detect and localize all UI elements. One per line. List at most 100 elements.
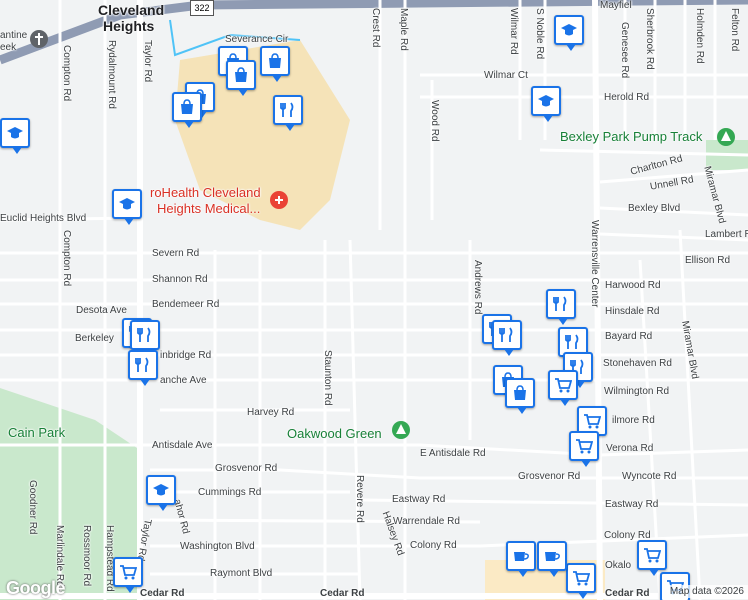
street-label: Desota Ave — [76, 305, 127, 316]
street-label: Raymont Blvd — [210, 568, 273, 579]
street-label: Sherbrook Rd — [644, 8, 655, 70]
church-pin-icon[interactable] — [30, 30, 48, 48]
grocery-cart-pin-icon[interactable] — [548, 370, 578, 406]
shopping-bag-pin-icon[interactable] — [172, 92, 202, 128]
street-label: ilmore Rd — [612, 415, 655, 426]
google-logo: Google — [6, 578, 66, 598]
restaurant-pin-icon[interactable] — [273, 95, 303, 131]
street-label: Hinsdale Rd — [605, 306, 660, 317]
school-pin-icon[interactable] — [531, 86, 561, 122]
street-label: Severance Cir — [225, 34, 289, 45]
street-label: Mayfiel — [600, 0, 632, 11]
street-label: Andrews Rd — [472, 260, 483, 315]
vertical-streets — [58, 0, 717, 600]
restaurant-pin-icon[interactable] — [130, 320, 160, 356]
street-label: Severn Rd — [152, 248, 200, 259]
street-label: Stonehaven Rd — [603, 358, 672, 369]
hospital-label: roHealth Cleveland — [150, 185, 261, 200]
street-label: E Antisdale Rd — [420, 448, 486, 459]
park-pin-icon[interactable] — [392, 421, 410, 439]
school-pin-icon[interactable] — [146, 475, 176, 511]
school-pin-icon[interactable] — [554, 15, 584, 51]
restaurant-pin-icon[interactable] — [492, 320, 522, 356]
street-label: Warrensville Center — [589, 220, 600, 308]
city-label-2: Heights — [103, 18, 155, 34]
street-label: Cedar Rd — [320, 588, 365, 599]
street-label: inbridge Rd — [160, 350, 212, 361]
street-label: Harwood Rd — [605, 280, 661, 291]
street-label: Compton Rd — [61, 230, 72, 287]
street-label: eek — [0, 42, 17, 53]
street-label: Berkeley — [75, 333, 114, 344]
street-label: Taylor Rd — [142, 40, 153, 83]
street-label: Rydalmount Rd — [106, 40, 117, 109]
street-label: Bexley Blvd — [628, 203, 681, 214]
map-attribution[interactable]: Map data ©2026 — [665, 585, 748, 598]
hospital-pin-icon[interactable] — [270, 191, 288, 209]
shopping-bag-pin-icon[interactable] — [226, 60, 256, 96]
street-label: Cedar Rd — [605, 588, 650, 599]
street-label: Colony Rd — [604, 530, 651, 541]
street-label: Cummings Rd — [198, 487, 262, 498]
street-label: Herold Rd — [604, 92, 650, 103]
warrensville-line — [592, 0, 603, 600]
campus-area — [175, 40, 350, 230]
street-label: Eastway Rd — [392, 494, 446, 505]
street-label: Antisdale Ave — [152, 440, 213, 451]
street-label: Grosvenor Rd — [518, 471, 581, 482]
street-label: Crest Rd — [370, 8, 381, 48]
city-label: Cleveland — [98, 2, 165, 18]
cafe-pin-icon[interactable] — [506, 541, 536, 577]
hospital-label-2: Heights Medical... — [157, 201, 261, 216]
street-label: Goodner Rd — [27, 480, 38, 535]
school-pin-icon[interactable] — [0, 118, 30, 154]
school-pin-icon[interactable] — [112, 189, 142, 225]
cafe-pin-icon[interactable] — [537, 541, 567, 577]
street-label: Wilmar Ct — [484, 70, 528, 81]
street-label: Harvey Rd — [247, 407, 295, 418]
street-label: Euclid Heights Blvd — [0, 213, 87, 224]
grocery-cart-pin-icon[interactable] — [569, 431, 599, 467]
street-label: Washington Blvd — [180, 541, 255, 552]
street-label: Revere Rd — [354, 475, 365, 523]
shopping-bag-pin-icon[interactable] — [260, 46, 290, 82]
park-label: Oakwood Green — [287, 426, 382, 441]
street-label: Cedar Rd — [140, 588, 185, 599]
street-label: S Noble Rd — [534, 8, 545, 60]
street-label: Genesee Rd — [619, 22, 630, 79]
stream — [169, 19, 301, 57]
street-label: Wilmington Rd — [604, 386, 670, 397]
restaurant-pin-icon[interactable] — [546, 289, 576, 325]
street-label: Colony Rd — [410, 540, 457, 551]
street-label: Wilmar Rd — [508, 8, 519, 55]
street-label: Holmden Rd — [694, 8, 705, 64]
street-label: Grosvenor Rd — [215, 463, 278, 474]
street-label: Felton Rd — [729, 8, 740, 52]
street-label: Bayard Rd — [605, 331, 653, 342]
street-label: Staunton Rd — [322, 350, 333, 406]
street-label: Wyncote Rd — [622, 471, 677, 482]
grocery-cart-pin-icon[interactable] — [637, 540, 667, 576]
street-label: Rossmoor Rd — [81, 525, 92, 587]
street-label: Compton Rd — [61, 45, 72, 102]
street-label: Okalo — [605, 560, 632, 571]
park-label: Cain Park — [8, 425, 66, 440]
highway-shield-icon: 322 — [190, 0, 214, 16]
shopping-bag-pin-icon[interactable] — [505, 378, 535, 414]
street-label: Shannon Rd — [152, 274, 208, 285]
grocery-cart-pin-icon[interactable] — [113, 557, 143, 593]
park-label: Bexley Park Pump Track — [560, 129, 703, 144]
highway-322 — [0, 0, 748, 65]
street-label: Bendemeer Rd — [152, 299, 220, 310]
street-label: Ellison Rd — [685, 255, 731, 266]
minor-streets — [0, 73, 748, 576]
street-label: Wood Rd — [429, 100, 440, 142]
street-label: Maple Rd — [398, 8, 409, 51]
park-pin-icon[interactable] — [717, 128, 735, 146]
street-label: anche Ave — [160, 375, 207, 386]
restaurant-pin-icon[interactable] — [128, 350, 158, 386]
grocery-cart-pin-icon[interactable] — [566, 563, 596, 599]
street-label: Warrendale Rd — [393, 516, 460, 527]
